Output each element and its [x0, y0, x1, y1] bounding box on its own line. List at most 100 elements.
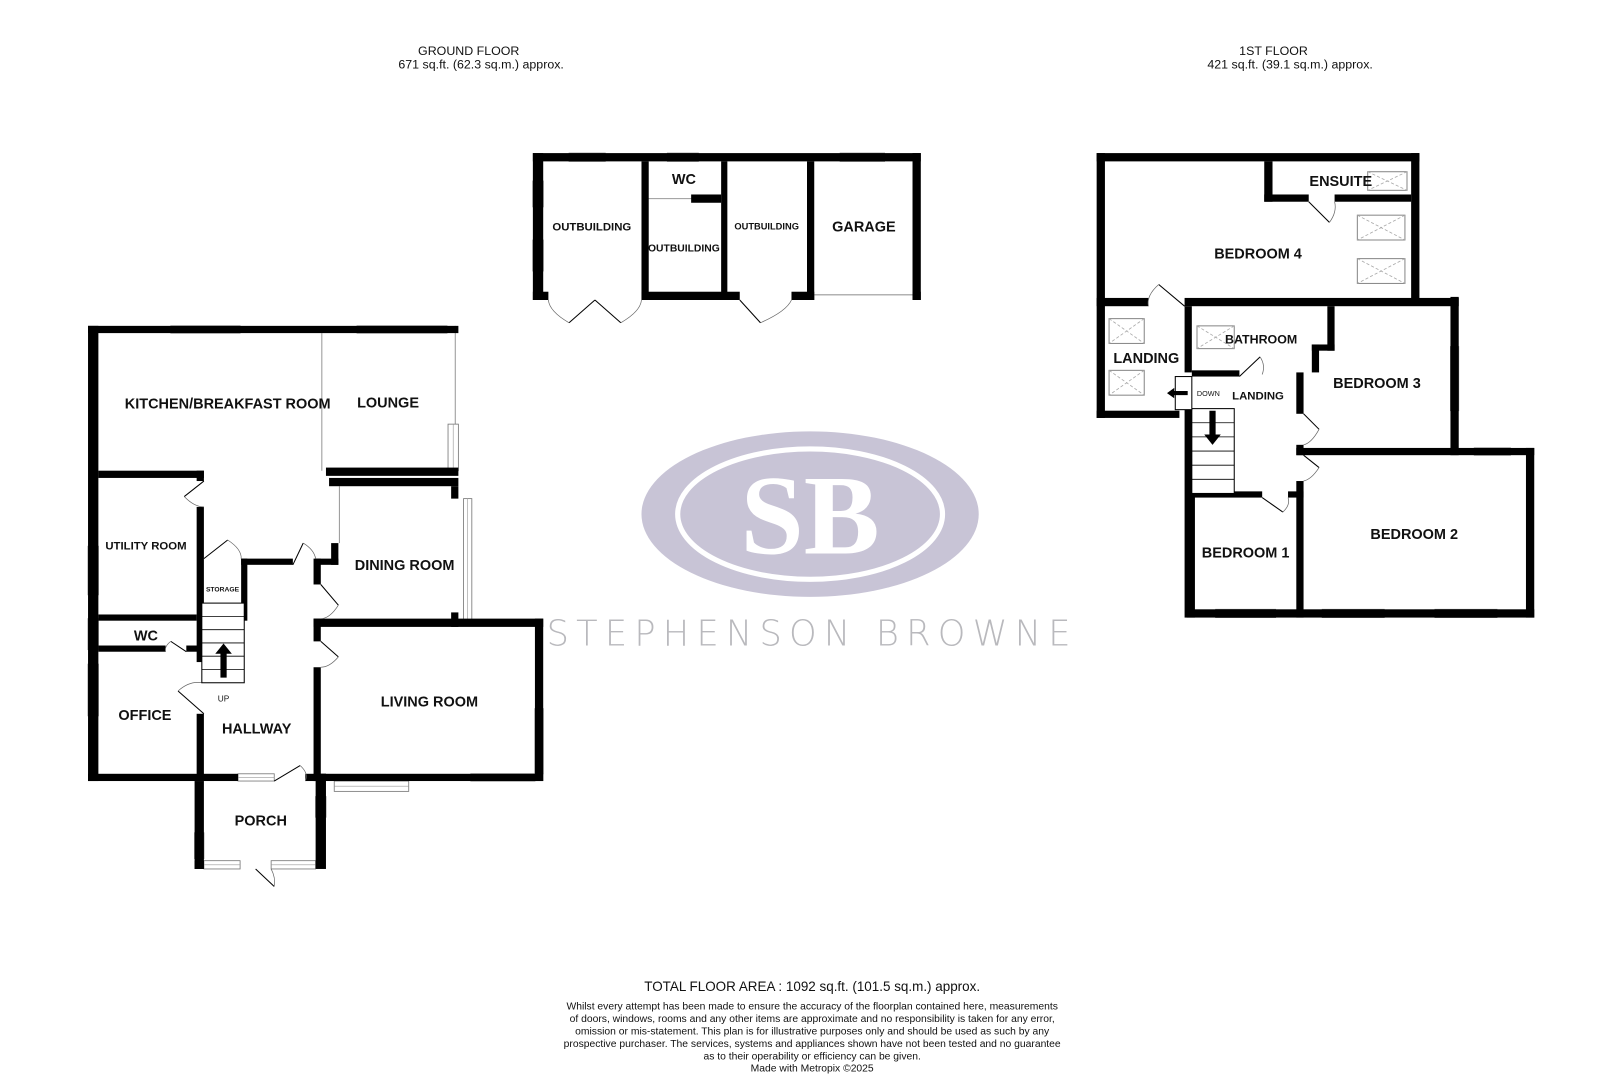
door-leaf	[170, 640, 187, 653]
room-label-office: OFFICE	[118, 708, 171, 724]
skylight-cross	[1357, 258, 1406, 284]
door-swing	[620, 299, 642, 324]
wall	[241, 558, 248, 621]
wall	[1334, 194, 1412, 202]
wall	[313, 618, 321, 642]
wall	[325, 467, 459, 476]
wall	[912, 291, 921, 300]
wall	[532, 153, 544, 300]
door-swing	[320, 604, 339, 619]
wall	[196, 713, 204, 782]
door-swing	[1303, 429, 1320, 446]
wall	[331, 543, 339, 565]
skylight-cross	[1367, 171, 1408, 191]
room-label-lounge: LOUNGE	[357, 396, 419, 412]
wall	[1296, 372, 1304, 414]
wall	[1191, 370, 1240, 377]
door-leaf	[1239, 356, 1261, 377]
room-label-outbuilding-3: OUTBUILDING	[734, 222, 799, 232]
wall	[194, 860, 204, 869]
wall	[1411, 153, 1420, 300]
wall	[1288, 491, 1304, 498]
room-label-bedroom-2: BEDROOM 2	[1370, 527, 1458, 543]
room-label-bedroom-3: BEDROOM 3	[1333, 376, 1421, 392]
wall	[98, 645, 166, 652]
wall	[313, 558, 321, 585]
watermark-brand: STEPHENSON BROWNE	[547, 614, 1078, 655]
wall	[1525, 447, 1535, 618]
wall	[1191, 491, 1263, 498]
room-label-outbuilding-wc: WC	[672, 172, 697, 188]
door-leaf	[739, 299, 761, 324]
watermark-logo: SB	[641, 431, 979, 597]
skylight-cross	[1196, 325, 1235, 349]
skylight-cross	[1357, 214, 1406, 241]
wall	[1096, 153, 1420, 162]
skylight-cross	[1108, 318, 1145, 344]
wall	[88, 325, 99, 782]
disclaimer-line-5: as to their operability or efficiency ca…	[703, 1051, 920, 1062]
door-swing	[1282, 497, 1290, 513]
door-leaf	[177, 690, 205, 715]
room-label-storage: STORAGE	[206, 587, 240, 594]
disclaimer-line-1: Whilst every attempt has been made to en…	[566, 1002, 1057, 1013]
wall	[451, 486, 459, 499]
wall	[534, 618, 544, 782]
first-floor-title: 1ST FLOOR	[1239, 44, 1308, 58]
room-label-outbuilding-2: OUTBUILDING	[648, 243, 720, 254]
door-leaf	[594, 299, 622, 324]
door-swing	[1259, 356, 1264, 375]
wall	[1450, 296, 1459, 456]
door-swing	[177, 682, 202, 692]
door-leaf	[273, 765, 301, 782]
door-swing	[299, 765, 307, 782]
wall	[313, 773, 544, 782]
room-label-landing-left: LANDING	[1113, 351, 1179, 367]
door-swing	[165, 641, 172, 652]
room-label-bedroom-4: BEDROOM 4	[1214, 247, 1302, 263]
wall	[532, 291, 549, 300]
door-swing	[227, 539, 242, 559]
door-swing	[1329, 201, 1336, 223]
door-swing	[320, 656, 339, 668]
room-label-outbuilding-1: OUTBUILDING	[552, 222, 631, 234]
wall	[196, 470, 204, 482]
disclaimer-line-3: omission or mis-statement. This plan is …	[575, 1026, 1050, 1037]
stairs-up-label: UP	[218, 694, 230, 703]
wall	[691, 194, 722, 203]
ground-floor-area: 671 sq.ft. (62.3 sq.m.) approx.	[398, 57, 563, 71]
wall	[1327, 306, 1335, 351]
skylight-cross	[1108, 370, 1145, 396]
wall	[329, 477, 459, 487]
wall	[1264, 161, 1273, 202]
wall	[98, 614, 197, 621]
room-label-dining: DINING ROOM	[355, 558, 455, 574]
wall	[98, 470, 204, 478]
wall	[194, 781, 204, 869]
door-swing	[1303, 467, 1320, 482]
stairs-down-label: DOWN	[1197, 389, 1220, 398]
arrow-up-icon	[215, 643, 232, 678]
wall	[1296, 447, 1535, 456]
total-floor-area: TOTAL FLOOR AREA : 1092 sq.ft. (101.5 sq…	[644, 979, 980, 994]
door-leaf	[1261, 497, 1284, 513]
logo-outer-ellipse	[641, 431, 979, 597]
door-swing	[760, 299, 792, 324]
room-label-bathroom: BATHROOM	[1225, 332, 1297, 346]
door-swing	[270, 868, 275, 887]
room-label-bedroom-1: BEDROOM 1	[1202, 546, 1290, 562]
credit: Made with Metropix ©2025	[751, 1064, 874, 1075]
wall	[1186, 609, 1535, 618]
wall	[807, 161, 815, 300]
room-label-ensuite: ENSUITE	[1309, 174, 1372, 190]
door-leaf	[292, 542, 304, 566]
wall	[721, 161, 728, 300]
wall	[88, 325, 459, 334]
room-label-wc: WC	[134, 628, 159, 644]
door-leaf	[183, 480, 205, 497]
logo-monogram: SB	[741, 452, 880, 578]
disclaimer-line-4: prospective purchaser. The services, sys…	[564, 1039, 1061, 1050]
door-leaf	[1308, 201, 1330, 223]
wall	[186, 645, 204, 652]
